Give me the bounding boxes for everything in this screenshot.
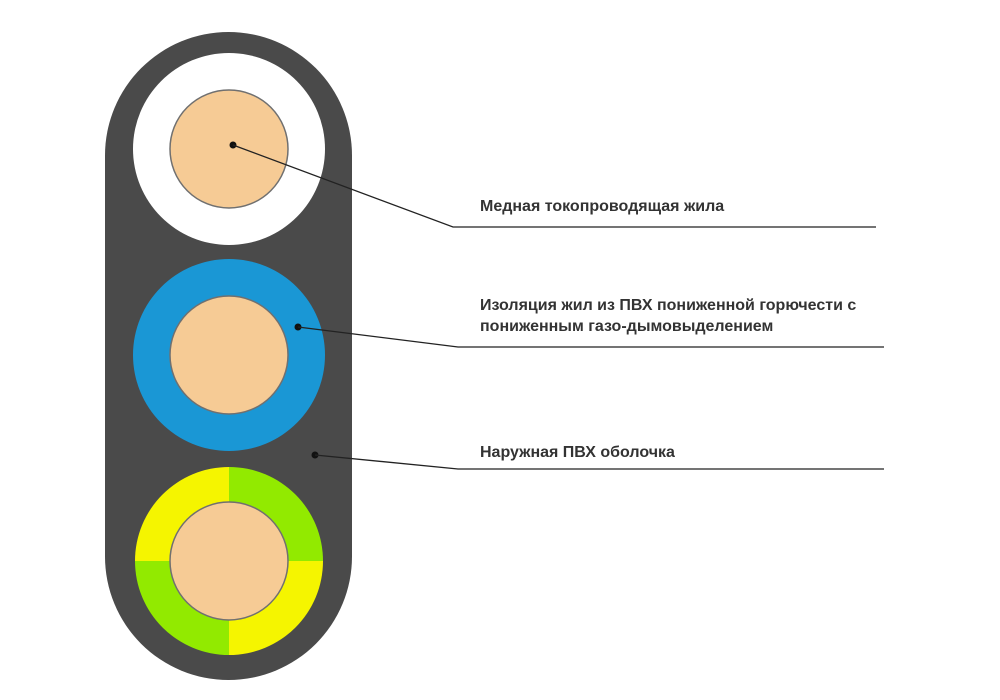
- callout-label: Наружная ПВХ оболочка: [480, 444, 675, 461]
- callout-outer-sheath: Наружная ПВХ оболочка: [311, 444, 884, 470]
- callout-label-line: Медная токопроводящая жила: [480, 198, 724, 215]
- callout-label-line: Изоляция жил из ПВХ пониженной горючести…: [480, 297, 856, 314]
- core-3: [135, 467, 323, 655]
- callout-label: Медная токопроводящая жила: [480, 198, 724, 215]
- leader-line: [314, 454, 884, 470]
- leader-line: [232, 144, 876, 228]
- callout-copper-conductor: Медная токопроводящая жила: [229, 141, 876, 228]
- core-1-copper-conductor: [169, 89, 289, 209]
- core-1: [133, 53, 325, 245]
- core-3-copper-conductor: [169, 501, 289, 621]
- callout-insulation: Изоляция жил из ПВХ пониженной горючести…: [294, 297, 884, 348]
- callout-label-line: Наружная ПВХ оболочка: [480, 444, 675, 461]
- callout-label: Изоляция жил из ПВХ пониженной горючести…: [480, 297, 861, 335]
- core-2-copper-conductor: [169, 295, 289, 415]
- callout-label-line: пониженным газо-дымовыделением: [480, 318, 773, 335]
- leader-line: [297, 326, 884, 348]
- core-2: [133, 259, 325, 451]
